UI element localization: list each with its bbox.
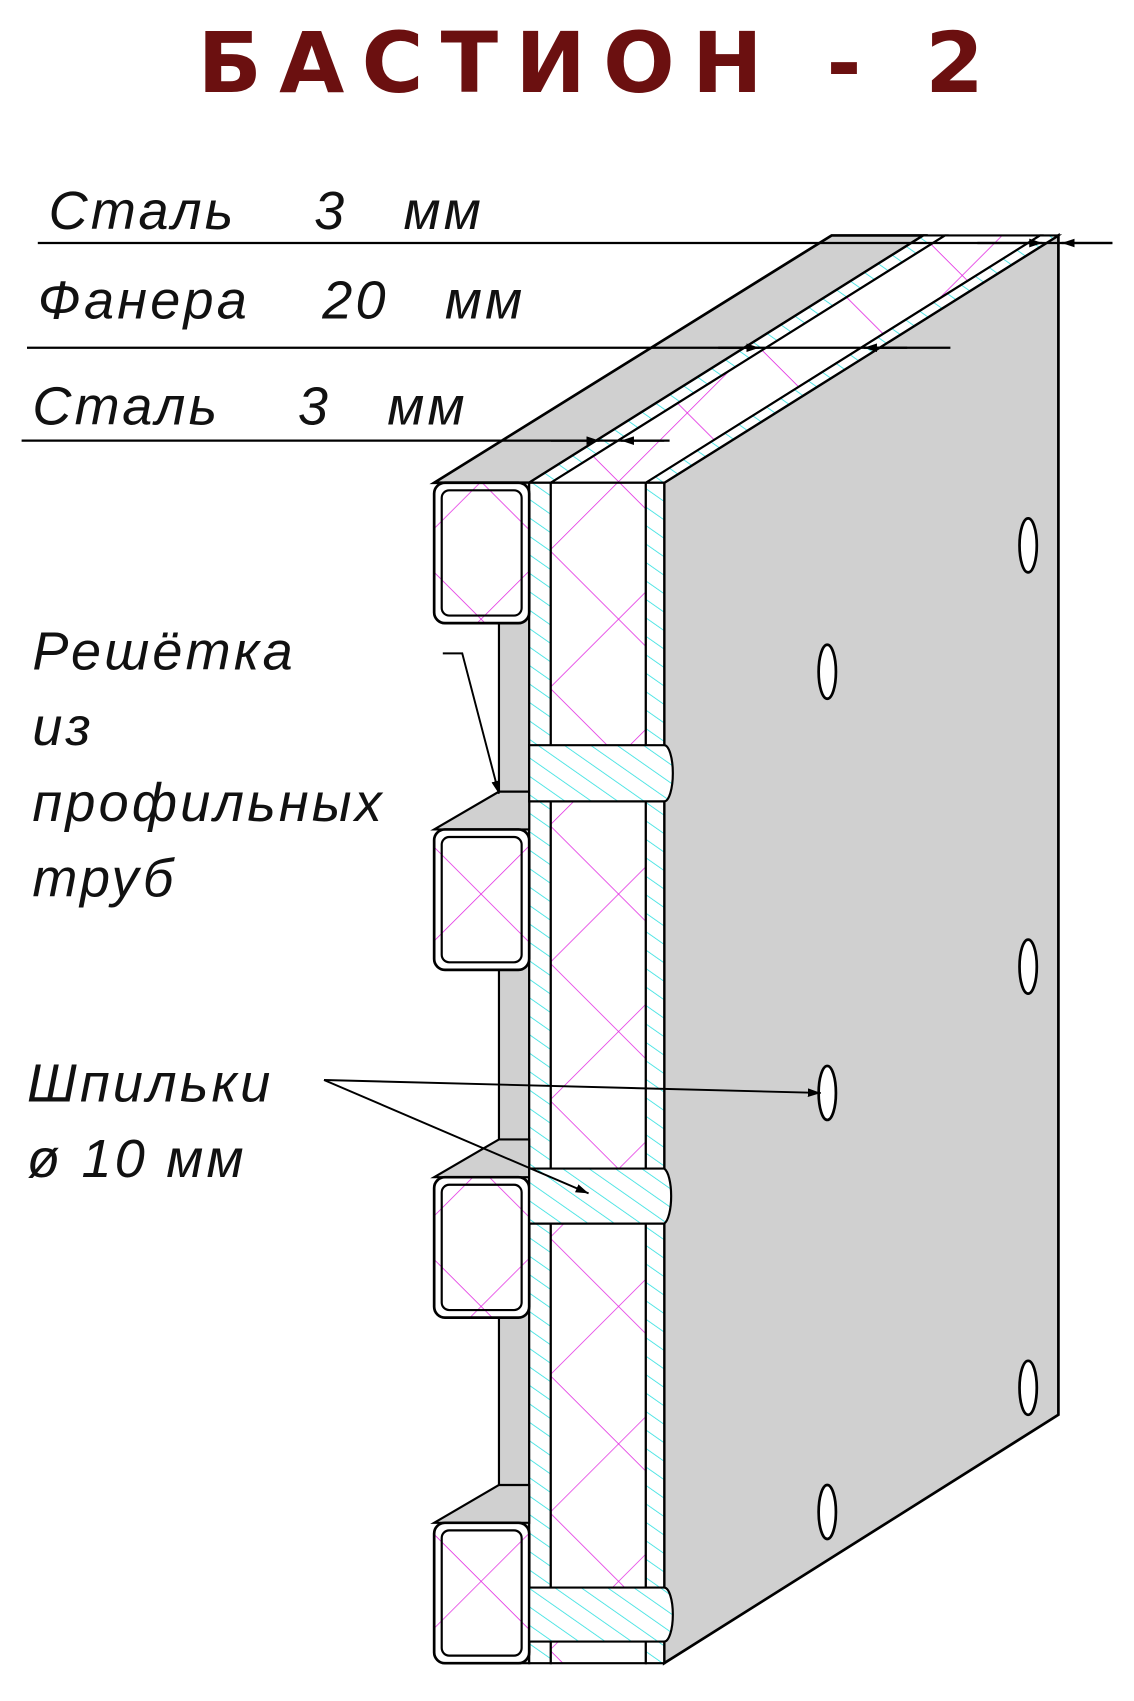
layer-label: Фанера [38, 271, 250, 331]
svg-text:Шпильки: Шпильки [27, 1054, 274, 1114]
tube-body-strip [497, 481, 531, 1665]
tube-section [432, 828, 531, 972]
layer-unit: мм [445, 271, 526, 331]
tube-section [432, 1175, 531, 1319]
steel-plate-face [662, 232, 1060, 1666]
layer-label: Сталь [49, 181, 237, 241]
front-steel-section [644, 481, 666, 1665]
dimension-labels: Сталь 3 мм Фанера 20 мм Сталь 3 мм [32, 181, 526, 436]
profile-tubes [430, 481, 531, 1665]
layer-unit: мм [403, 181, 484, 241]
svg-text:Сталь 3 мм: Сталь 3 мм [49, 181, 484, 241]
page-title: БАСТИОН - 2 [198, 14, 1002, 112]
tube-section [432, 481, 531, 625]
svg-text:Сталь 3 мм: Сталь 3 мм [32, 376, 467, 436]
svg-text:профильных: профильных [32, 773, 385, 833]
stud-holes [817, 517, 1039, 1541]
layer-label: Сталь [32, 376, 220, 436]
svg-text:Решётка: Решётка [32, 622, 296, 682]
svg-text:из: из [32, 697, 94, 757]
dimension-lines [21, 238, 1113, 445]
stud [528, 744, 674, 803]
svg-text:труб: труб [32, 848, 176, 908]
studs [528, 744, 674, 1643]
svg-text:ø 10 мм: ø 10 мм [27, 1129, 247, 1189]
layer-value: 3 [314, 181, 347, 241]
studs-callout: Шпильки ø 10 мм [27, 1054, 821, 1195]
stud [528, 1586, 674, 1643]
svg-text:Фанера 20 мм: Фанера 20 мм [38, 271, 526, 331]
layer-value: 20 [321, 271, 389, 331]
grid-callout: Решётка из профильных труб [32, 622, 500, 908]
plywood-section [549, 481, 647, 1665]
layer-unit: мм [387, 376, 468, 436]
layer-value: 3 [298, 376, 331, 436]
tube-section [432, 1521, 531, 1665]
back-steel-section [528, 481, 552, 1665]
